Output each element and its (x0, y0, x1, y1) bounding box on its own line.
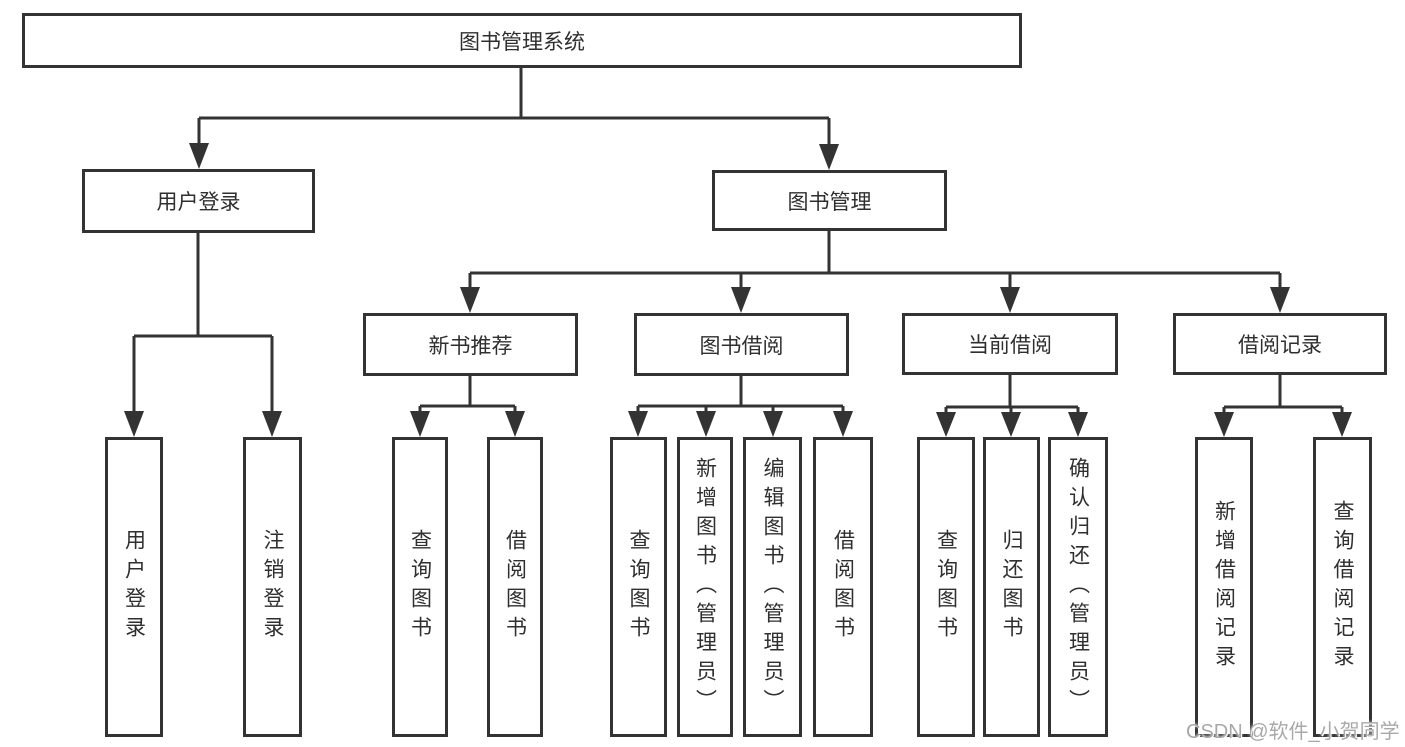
leaf-confirm-return-admin-label: 确认归还（管理员） (1066, 456, 1090, 718)
node-new-book-recommend-label: 新书推荐 (428, 334, 513, 358)
leaf-logout: 注销登录 (243, 437, 302, 737)
connector-root-to-level2 (189, 68, 839, 170)
leaf-borrowing-query-book-label: 查询图书 (627, 529, 650, 645)
leaf-current-query-book-label: 查询图书 (934, 529, 958, 645)
connector-user-login-children (124, 233, 282, 437)
leaf-confirm-return-admin: 确认归还（管理员） (1048, 437, 1108, 737)
leaf-add-borrow-record-label: 新增借阅记录 (1212, 500, 1236, 674)
node-current-borrowing: 当前借阅 (902, 313, 1118, 375)
leaf-recommend-query-book: 查询图书 (392, 437, 448, 737)
leaf-recommend-borrow-book-label: 借阅图书 (503, 529, 527, 645)
leaf-user-login: 用户登录 (105, 437, 163, 737)
node-root-label: 图书管理系统 (459, 30, 585, 54)
node-new-book-recommend: 新书推荐 (363, 313, 578, 376)
connector-borrowing-records-children (1214, 375, 1352, 437)
node-book-borrowing-label: 图书借阅 (699, 334, 784, 358)
leaf-query-borrow-record: 查询借阅记录 (1313, 437, 1372, 737)
leaf-user-login-label: 用户登录 (122, 529, 146, 645)
leaf-borrowing-borrow-book: 借阅图书 (813, 437, 873, 737)
leaf-query-borrow-record-label: 查询借阅记录 (1331, 500, 1354, 674)
leaf-recommend-borrow-book: 借阅图书 (487, 437, 543, 737)
node-user-login: 用户登录 (82, 169, 315, 233)
leaf-edit-book-admin-label: 编辑图书（管理员） (761, 456, 784, 718)
leaf-borrowing-borrow-book-label: 借阅图书 (831, 529, 855, 645)
leaf-add-book-admin: 新增图书（管理员） (677, 437, 733, 737)
leaf-borrowing-query-book: 查询图书 (610, 437, 667, 737)
connector-current-borrowing-children (936, 375, 1088, 437)
leaf-add-book-admin-label: 新增图书（管理员） (693, 456, 717, 718)
node-root: 图书管理系统 (22, 13, 1022, 68)
leaf-edit-book-admin: 编辑图书（管理员） (743, 437, 802, 737)
connector-book-borrowing-children (628, 376, 853, 437)
leaf-recommend-query-book-label: 查询图书 (408, 529, 432, 645)
connector-new-book-recommend-children (410, 376, 525, 437)
node-current-borrowing-label: 当前借阅 (968, 334, 1052, 357)
leaf-add-borrow-record: 新增借阅记录 (1195, 437, 1253, 737)
leaf-current-query-book: 查询图书 (917, 437, 975, 737)
node-borrowing-records: 借阅记录 (1173, 313, 1387, 375)
connector-book-management-to-level3 (460, 231, 1290, 313)
node-book-borrowing: 图书借阅 (634, 313, 849, 376)
leaf-return-book-label: 归还图书 (1000, 529, 1023, 645)
node-borrowing-records-label: 借阅记录 (1238, 334, 1322, 357)
node-book-management-label: 图书管理 (787, 190, 872, 214)
leaf-logout-label: 注销登录 (261, 529, 284, 645)
leaf-return-book: 归还图书 (983, 437, 1040, 737)
node-user-login-label: 用户登录 (156, 191, 241, 214)
node-book-management: 图书管理 (712, 170, 947, 231)
